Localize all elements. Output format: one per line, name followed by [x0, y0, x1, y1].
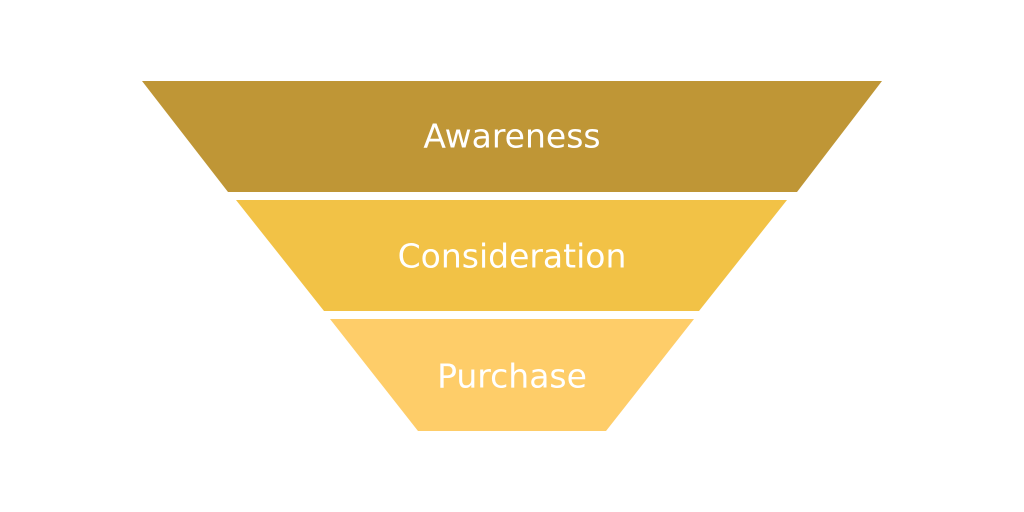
funnel-stage-purchase-label: Purchase	[437, 357, 587, 396]
funnel-stage-consideration-shape	[236, 200, 787, 311]
funnel-stage-awareness-label: Awareness	[423, 117, 600, 156]
funnel-stage-awareness-shape	[142, 81, 882, 192]
funnel-stage-purchase-shape	[330, 319, 694, 431]
funnel-stage-awareness: Awareness	[142, 81, 882, 192]
funnel-stage-purchase: Purchase	[330, 319, 694, 431]
funnel-stage-consideration-label: Consideration	[398, 237, 627, 276]
funnel-stage-consideration: Consideration	[236, 200, 787, 311]
